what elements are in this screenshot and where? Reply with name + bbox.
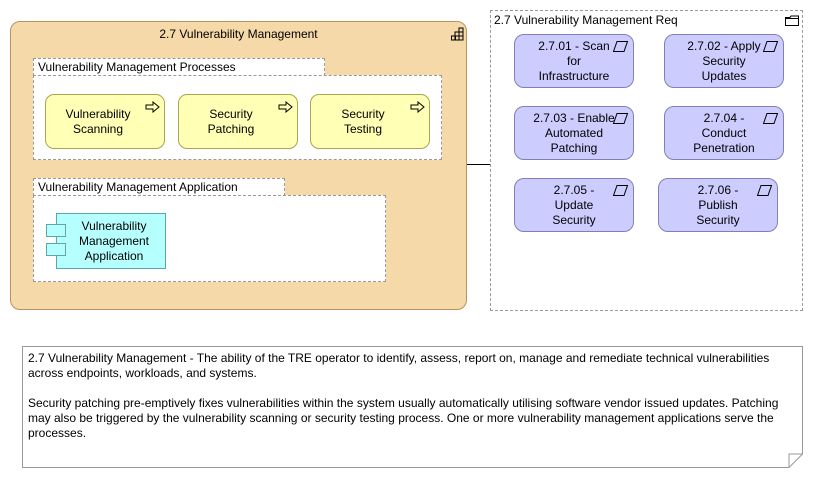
requirement-label-line: Conduct — [701, 126, 747, 140]
note-text: 2.7 Vulnerability Management - The abili… — [28, 351, 792, 456]
requirement-2-7-01[interactable]: 2.7.01 - Scan for Infrastructure — [514, 34, 634, 88]
requirement-label-line: Infrastructure — [538, 69, 610, 83]
capability-title: 2.7 Vulnerability Management — [159, 27, 318, 41]
process-arrow-icon — [410, 101, 425, 113]
requirement-2-7-06[interactable]: 2.7.06 - Publish Security — [658, 178, 778, 232]
process-security-testing[interactable]: Security Testing — [310, 94, 430, 149]
application-component-icon — [46, 243, 66, 256]
note-paragraph: 2.7 Vulnerability Management - The abili… — [28, 351, 770, 380]
requirement-label-line: Updates — [701, 69, 747, 83]
note-outline — [22, 346, 803, 468]
requirement-icon — [763, 41, 778, 52]
requirement-label-line: 2.7.04 - — [703, 111, 745, 125]
application-label-line: Management — [78, 233, 150, 248]
requirement-label-line: for — [566, 54, 581, 68]
application-component[interactable]: Vulnerability Management Application — [56, 213, 166, 269]
requirement-label-line: 2.7.01 - Scan — [538, 39, 610, 53]
association-connector[interactable] — [467, 164, 491, 165]
requirement-label-line: Automated — [544, 126, 604, 140]
requirement-label-line: Security — [552, 213, 596, 227]
requirement-label-line: 2.7.03 - Enable — [533, 111, 615, 125]
requirement-2-7-03[interactable]: 2.7.03 - Enable Automated Patching — [514, 106, 634, 160]
requirement-label-line: 2.7.05 - — [553, 183, 595, 197]
requirement-label-line: 2.7.02 - Apply — [687, 39, 761, 53]
requirement-icon — [613, 41, 628, 52]
requirement-2-7-04[interactable]: 2.7.04 - Conduct Penetration — [664, 106, 784, 160]
description-note[interactable]: 2.7 Vulnerability Management - The abili… — [22, 346, 803, 468]
requirement-2-7-02[interactable]: 2.7.02 - Apply Security Updates — [664, 34, 784, 88]
process-group-title: Vulnerability Management Processes — [33, 58, 325, 76]
requirement-label-line: Penetration — [693, 141, 755, 155]
requirement-label-line: Publish — [698, 198, 738, 212]
requirement-label-line: Security — [696, 213, 740, 227]
process-arrow-icon — [145, 101, 160, 113]
process-label-line: Testing — [343, 121, 383, 136]
process-label-line: Security — [209, 106, 253, 121]
requirements-group-title: 2.7 Vulnerability Management Req — [494, 13, 678, 27]
requirement-icon — [763, 113, 778, 124]
requirement-icon — [757, 185, 772, 196]
process-arrow-icon — [278, 101, 293, 113]
requirement-icon — [613, 185, 628, 196]
folder-icon — [785, 15, 799, 26]
capability-icon — [451, 27, 464, 41]
process-label-line: Vulnerability — [65, 106, 131, 121]
process-security-patching[interactable]: Security Patching — [178, 94, 298, 149]
process-label-line: Security — [341, 106, 385, 121]
note-paragraph: Security patching pre-emptively fixes vu… — [28, 396, 779, 440]
requirement-2-7-05[interactable]: 2.7.05 - Update Security — [514, 178, 634, 232]
requirement-label-line: 2.7.06 - — [697, 183, 739, 197]
application-component-icon — [46, 224, 66, 237]
requirement-icon — [613, 113, 628, 124]
requirement-label-line: Security — [702, 54, 746, 68]
requirement-label-line: Update — [554, 198, 594, 212]
application-label-line: Application — [84, 248, 144, 263]
process-label-line: Scanning — [72, 121, 124, 136]
process-label-line: Patching — [207, 121, 255, 136]
requirement-label-line: Patching — [550, 141, 598, 155]
application-group-title: Vulnerability Management Application — [33, 178, 285, 196]
process-vulnerability-scanning[interactable]: Vulnerability Scanning — [45, 94, 165, 149]
application-label-line: Vulnerability — [81, 218, 147, 233]
